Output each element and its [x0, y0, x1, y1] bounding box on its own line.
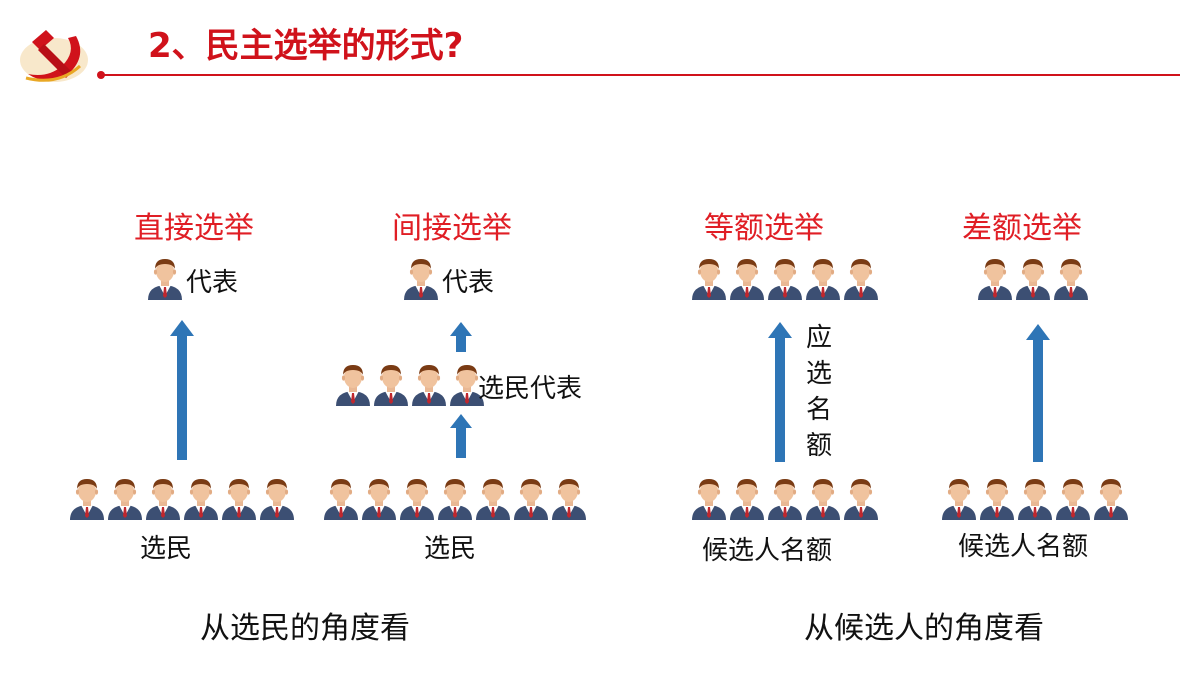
elected-person-icon: [728, 256, 766, 300]
voter-representatives-group: [334, 362, 486, 406]
voters-group: [68, 476, 296, 520]
candidate-icon: [1054, 476, 1092, 520]
candidate-icon: [804, 476, 842, 520]
voter-representative-icon: [372, 362, 410, 406]
voter-icon: [258, 476, 296, 520]
voter-icon: [106, 476, 144, 520]
voter-icon: [68, 476, 106, 520]
candidate-icon: [842, 476, 880, 520]
elected-person-icon: [976, 256, 1014, 300]
candidate-icon: [766, 476, 804, 520]
candidate-icon: [728, 476, 766, 520]
voter-icon: [220, 476, 258, 520]
voter-representative-icon: [410, 362, 448, 406]
candidates-group: [690, 476, 880, 520]
voter-perspective-caption: 从选民的角度看: [200, 611, 410, 646]
competitive-candidates-label: 候选人名额: [958, 532, 1089, 562]
voter-representatives-label: 选民代表: [478, 374, 583, 404]
voter-representative-icon: [334, 362, 372, 406]
direct-election-heading: 直接选举: [134, 211, 254, 246]
arrow-up-icon: [450, 414, 472, 458]
hammer-sickle-icon: [20, 30, 88, 82]
candidate-icon: [978, 476, 1016, 520]
candidate-icon: [940, 476, 978, 520]
candidate-icon: [1092, 476, 1130, 520]
voter-icon: [360, 476, 398, 520]
elected-person-icon: [766, 256, 804, 300]
arrow-up-icon: [768, 322, 792, 462]
direct-representative-label: 代表: [186, 268, 239, 298]
elected-group: [690, 256, 880, 300]
equal-election-heading: 等额选举: [704, 211, 824, 246]
indirect-election-heading: 间接选举: [392, 211, 512, 246]
arrow-up-icon: [170, 320, 194, 460]
elected-person-icon: [1014, 256, 1052, 300]
voter-icon: [550, 476, 588, 520]
indirect-representative-label: 代表: [442, 268, 495, 298]
arrow-up-icon: [1026, 324, 1050, 462]
quota-char: 应: [805, 323, 832, 353]
voter-icon: [144, 476, 182, 520]
elected-person-icon: [690, 256, 728, 300]
voter-icon: [436, 476, 474, 520]
elected-person-icon: [842, 256, 880, 300]
voter-icon: [512, 476, 550, 520]
quota-char: 名: [805, 395, 832, 425]
voter-icon: [322, 476, 360, 520]
voter-icon: [398, 476, 436, 520]
quota-vertical-label: 应 选 名 额: [803, 320, 835, 464]
elected-person-icon: [1052, 256, 1090, 300]
elected-group: [976, 256, 1090, 300]
representative-icon: [146, 256, 184, 300]
voter-icon: [474, 476, 512, 520]
direct-voters-label: 选民: [140, 534, 193, 564]
page-title: 2、民主选举的形式?: [148, 26, 464, 66]
title-underline-dot: [97, 71, 105, 79]
competitive-election-heading: 差额选举: [962, 211, 1082, 246]
elected-person-icon: [804, 256, 842, 300]
arrow-up-icon: [450, 322, 472, 352]
candidates-group: [940, 476, 1130, 520]
voter-icon: [182, 476, 220, 520]
indirect-voters-label: 选民: [424, 534, 477, 564]
voters-group: [322, 476, 588, 520]
title-underline: [100, 74, 1180, 76]
candidate-icon: [1016, 476, 1054, 520]
representative-icon: [402, 256, 440, 300]
quota-char: 选: [805, 359, 832, 389]
equal-candidates-label: 候选人名额: [702, 536, 833, 566]
candidate-perspective-caption: 从候选人的角度看: [804, 611, 1044, 646]
quota-char: 额: [805, 431, 832, 461]
candidate-icon: [690, 476, 728, 520]
